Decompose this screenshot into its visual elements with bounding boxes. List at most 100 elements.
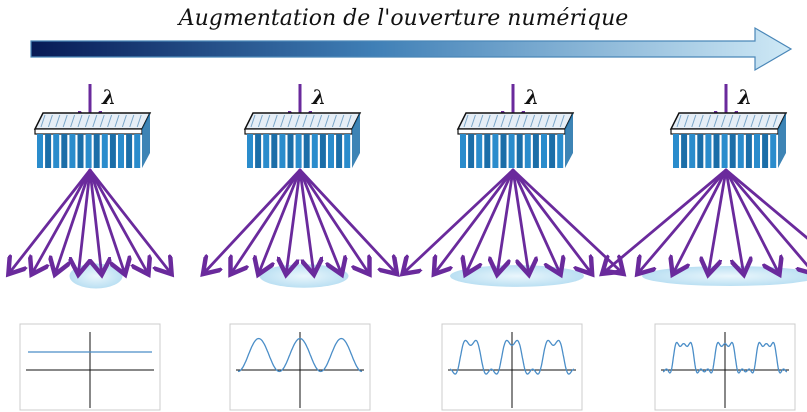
wavelength-label: λ bbox=[311, 85, 326, 109]
diffracted-ray bbox=[79, 168, 92, 272]
grating-tooth bbox=[460, 134, 466, 168]
grating-groove bbox=[728, 114, 734, 128]
grating-groove bbox=[750, 114, 756, 128]
grating-groove bbox=[250, 114, 256, 128]
grating-groove bbox=[294, 114, 300, 128]
grating-groove bbox=[346, 114, 352, 128]
grating-tooth bbox=[311, 134, 318, 168]
diffracted-ray bbox=[639, 168, 728, 272]
diffracted-ray bbox=[205, 168, 302, 272]
grating-tooth bbox=[697, 134, 704, 168]
grating-groove bbox=[257, 114, 263, 128]
grating-groove bbox=[77, 114, 83, 128]
diffracted-ray bbox=[298, 168, 368, 272]
intensity-plot bbox=[229, 323, 371, 411]
diffracted-ray bbox=[10, 168, 92, 272]
grating-groove bbox=[280, 114, 286, 128]
diffracted-ray bbox=[88, 168, 124, 272]
grating-groove bbox=[522, 114, 528, 128]
grating-tooth bbox=[45, 134, 52, 168]
grating-tooth bbox=[134, 134, 141, 168]
grating-groove bbox=[47, 114, 53, 128]
diffracted-ray bbox=[259, 168, 302, 272]
grating-side bbox=[565, 113, 573, 168]
grating-groove bbox=[324, 114, 330, 128]
panel-4: λ bbox=[604, 84, 807, 411]
grating-groove bbox=[713, 114, 719, 128]
grating-groove bbox=[691, 114, 697, 128]
focal-spot bbox=[259, 264, 349, 288]
grating-base bbox=[244, 128, 353, 135]
grating-groove bbox=[114, 114, 120, 128]
panel-1: λ bbox=[10, 84, 170, 411]
grating-tooth bbox=[328, 134, 334, 168]
figure-title: Augmentation de l'ouverture numérique bbox=[178, 6, 629, 31]
grating-tooth bbox=[754, 134, 760, 168]
diffracted-ray bbox=[724, 168, 743, 272]
grating-groove bbox=[537, 114, 543, 128]
grating-tooth bbox=[336, 134, 343, 168]
focal-spot bbox=[450, 265, 584, 287]
grating-groove bbox=[107, 114, 113, 128]
grating-side bbox=[352, 113, 360, 168]
grating-groove bbox=[309, 114, 315, 128]
focal-spot bbox=[69, 263, 123, 289]
diffracted-ray bbox=[88, 168, 170, 272]
grating-groove bbox=[493, 114, 499, 128]
intensity-plot bbox=[441, 323, 583, 411]
grating-groove bbox=[302, 114, 308, 128]
grating-tooth bbox=[279, 134, 286, 168]
grating-tooth bbox=[484, 134, 491, 168]
grating-tooth bbox=[287, 134, 294, 168]
grating-groove bbox=[121, 114, 127, 128]
diffracted-ray bbox=[511, 168, 559, 272]
diffracted-ray bbox=[674, 168, 728, 272]
grating-tooth bbox=[247, 134, 253, 168]
grating-tooth bbox=[705, 134, 712, 168]
grating-tooth bbox=[476, 134, 483, 168]
grating-groove bbox=[55, 114, 61, 128]
grating-groove bbox=[507, 114, 513, 128]
grating-tooth bbox=[93, 134, 100, 168]
grating-side bbox=[778, 113, 786, 168]
grating-tooth bbox=[681, 134, 688, 168]
grating-groove bbox=[62, 114, 68, 128]
grating-tooth bbox=[532, 134, 539, 168]
grating-tooth bbox=[770, 134, 777, 168]
grating-tooth bbox=[118, 134, 124, 168]
grating-groove bbox=[70, 114, 76, 128]
grating-tooth bbox=[77, 134, 84, 168]
grating-tooth bbox=[549, 134, 556, 168]
diffracted-ray bbox=[724, 168, 807, 240]
grating-tooth bbox=[500, 134, 507, 168]
diffracted-ray bbox=[232, 168, 302, 272]
grating-groove bbox=[317, 114, 323, 128]
diffracted-ray bbox=[88, 168, 101, 272]
grating-groove bbox=[765, 114, 771, 128]
grating-groove bbox=[40, 114, 46, 128]
grating-tooth bbox=[126, 134, 133, 168]
intensity-curve bbox=[449, 339, 575, 375]
grating-groove bbox=[129, 114, 135, 128]
grating-groove bbox=[331, 114, 337, 128]
grating-side bbox=[142, 113, 150, 168]
wavelength-label: λ bbox=[101, 85, 116, 109]
grating-tooth bbox=[303, 134, 310, 168]
intensity-curve bbox=[237, 337, 363, 373]
grating-groove bbox=[272, 114, 278, 128]
diffracted-ray bbox=[405, 168, 515, 272]
grating-groove bbox=[99, 114, 105, 128]
diffracted-ray bbox=[436, 168, 515, 272]
diffracted-ray bbox=[298, 168, 314, 272]
diffracted-ray bbox=[286, 168, 302, 272]
grating-groove bbox=[706, 114, 712, 128]
grating-tooth bbox=[721, 134, 728, 168]
grating-tooth bbox=[271, 134, 278, 168]
diffracted-ray bbox=[56, 168, 92, 272]
diffracted-ray bbox=[604, 168, 728, 272]
wavelength-label: λ bbox=[737, 85, 752, 109]
grating-tooth bbox=[673, 134, 679, 168]
grating-base bbox=[457, 128, 566, 135]
grating-tooth bbox=[492, 134, 499, 168]
